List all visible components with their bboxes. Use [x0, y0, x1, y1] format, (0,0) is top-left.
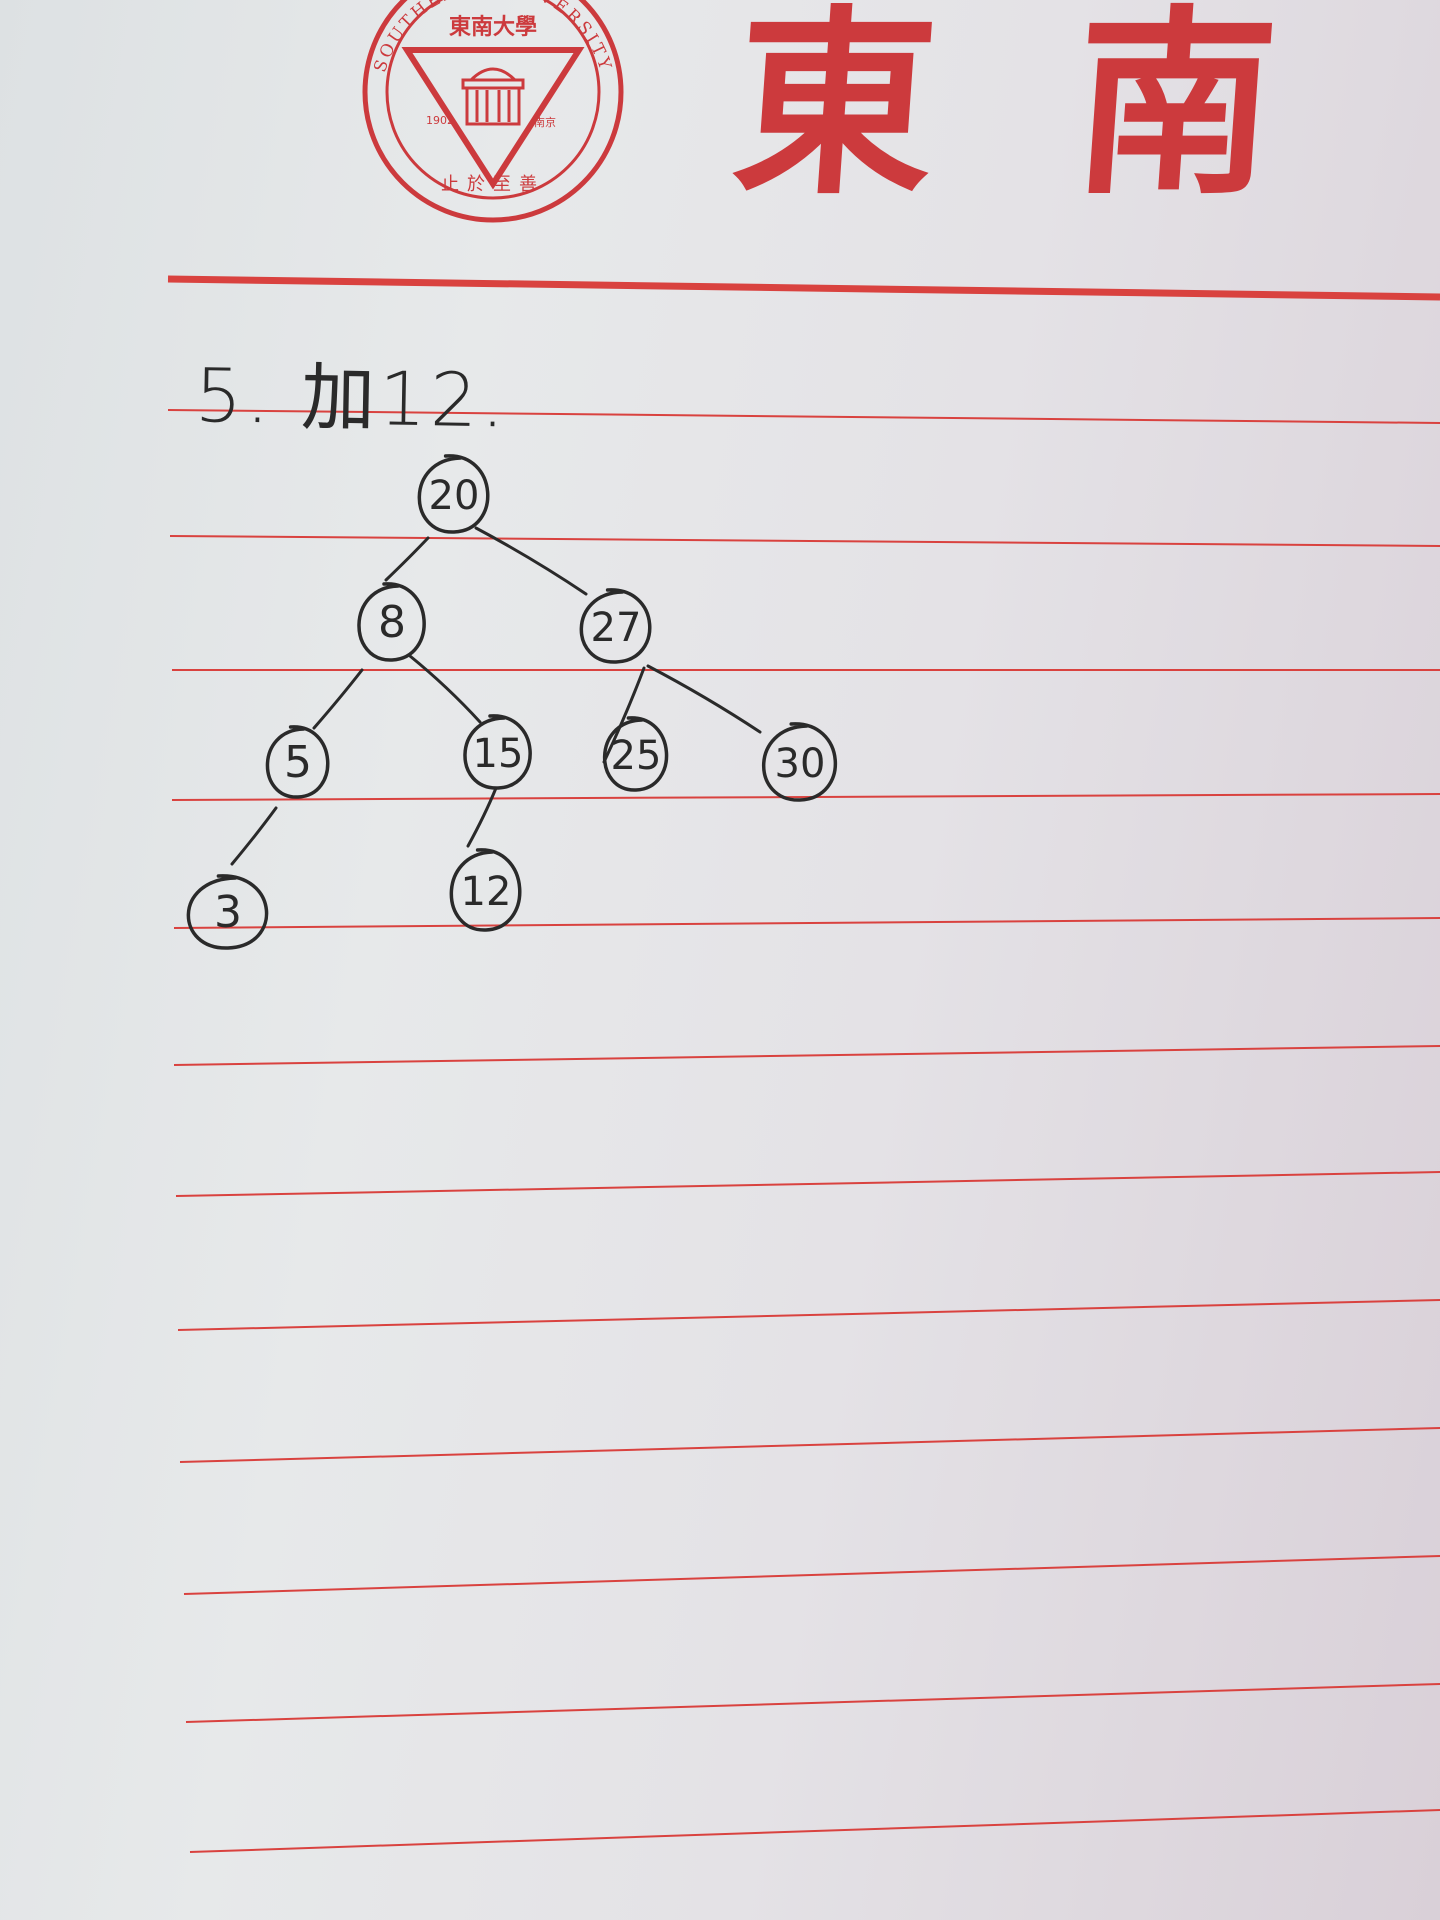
seal-inner-name: 東南大學	[449, 14, 537, 40]
tree-node-value: 12	[461, 869, 512, 915]
university-name-letterhead: 東南	[726, 0, 1424, 222]
tree-node-circle	[417, 454, 490, 534]
header-rule	[167, 275, 1440, 301]
tree-node-value: 25	[611, 733, 662, 779]
binary-search-tree: 20 8 27 5 15 25 30 3 12	[186, 454, 837, 950]
ruled-line	[189, 1809, 1440, 1853]
tree-edge	[602, 666, 646, 764]
problem-label: 5. 加12.	[194, 352, 510, 445]
tree-node-value: 20	[429, 473, 480, 519]
ruled-lines	[167, 409, 1440, 1853]
tree-node-value: 8	[378, 597, 406, 648]
tree-edge	[466, 786, 498, 848]
ruled-line	[167, 409, 1440, 424]
tree-node: 25	[602, 716, 669, 792]
ruled-line	[175, 1171, 1440, 1197]
tree-node-circle	[602, 716, 669, 792]
tree-node-circle	[579, 588, 652, 664]
tree-node: 8	[357, 582, 426, 662]
tree-node: 15	[463, 714, 532, 790]
university-seal-logo: SOUTHEAST UNIVERSITY 東南大學 1902 南京 止於至善	[362, 0, 624, 223]
tree-node-value: 27	[591, 605, 642, 651]
ruled-line	[169, 535, 1440, 547]
tree-node: 3	[186, 874, 269, 950]
ruled-line	[173, 917, 1440, 929]
ruled-line	[173, 1045, 1440, 1066]
tree-edge	[312, 668, 364, 730]
tree-node-value: 3	[214, 887, 242, 938]
tree-node-value: 5	[284, 737, 312, 788]
tree-edge	[384, 536, 430, 582]
seal-motto: 止於至善	[441, 174, 545, 195]
tree-node: 5	[265, 725, 330, 799]
seal-founded-year: 1902	[426, 114, 454, 127]
ruled-line	[185, 1683, 1440, 1723]
ruled-line	[171, 793, 1440, 801]
tree-node: 30	[761, 722, 837, 802]
tree-node: 27	[579, 588, 652, 664]
seal-city: 南京	[534, 115, 556, 129]
ruled-line	[183, 1555, 1440, 1595]
tree-node-circle	[265, 725, 330, 799]
tree-node-circle	[761, 722, 837, 802]
ruled-line	[179, 1427, 1440, 1463]
tree-edge	[408, 654, 482, 724]
tree-node-circle	[449, 848, 522, 932]
tree-edge	[230, 806, 278, 866]
tree-node: 20	[417, 454, 490, 534]
tree-node-circle	[463, 714, 532, 790]
tree-node-circle	[186, 874, 269, 950]
tree-node-value: 15	[473, 731, 524, 777]
tree-node: 12	[449, 848, 522, 932]
ruled-line	[177, 1299, 1440, 1331]
tree-edge	[474, 526, 588, 596]
tree-edge	[646, 664, 762, 734]
tree-edges	[230, 526, 762, 866]
tree-node-circle	[357, 582, 426, 662]
tree-node-value: 30	[775, 741, 826, 787]
